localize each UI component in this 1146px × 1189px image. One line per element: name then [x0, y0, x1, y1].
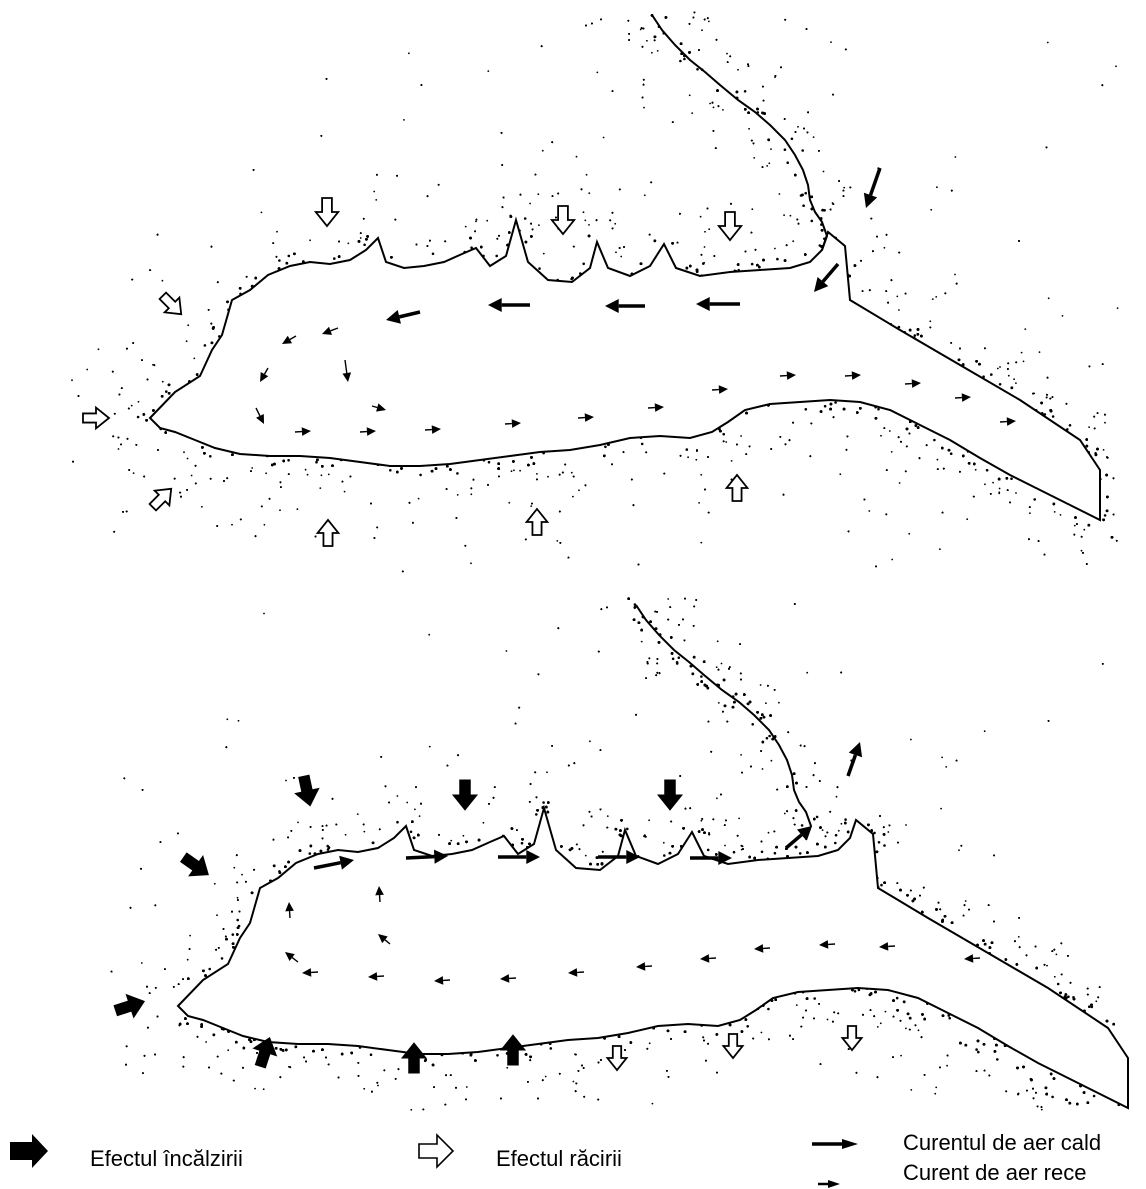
top-cave-passage [150, 220, 1100, 520]
cooling-effect-arrow [318, 520, 339, 546]
warming-effect-arrow [181, 853, 209, 876]
long-arrow-icon [812, 1139, 858, 1149]
legend-cold-current-label: Curent de aer rece [903, 1160, 1086, 1185]
cooling-effect-arrow [316, 198, 338, 226]
warming-effect-arrow [295, 775, 318, 805]
cooling-effect-arrow [607, 1046, 626, 1070]
top-rock-outline [652, 15, 827, 250]
hollow-block-arrow-icon [419, 1135, 453, 1167]
cooling-effect-arrow [160, 293, 182, 315]
cooling-effect-arrow [150, 489, 172, 511]
warming-effect-arrow [453, 780, 477, 810]
legend-cooling: Efectul răcirii [419, 1135, 622, 1171]
cooling-effect-arrow [723, 1034, 742, 1058]
legend-cold-current: Curent de aer rece [818, 1160, 1086, 1188]
legend-warming-label: Efectul încălzirii [90, 1146, 243, 1171]
cooling-effect-arrow [527, 509, 548, 535]
cooling-effect-arrow [552, 206, 574, 234]
legend-warming: Efectul încălzirii [10, 1134, 243, 1171]
warming-effect-arrow [658, 780, 682, 810]
legend-warm-current: Curentul de aer cald [812, 1130, 1101, 1155]
cold-air-arrow [864, 168, 880, 208]
cooling-effect-arrow [842, 1026, 861, 1050]
bottom-cave-passage [178, 808, 1128, 1108]
legend-warm-current-label: Curentul de aer cald [903, 1130, 1101, 1155]
cooling-effect-arrow [727, 475, 748, 501]
solid-block-arrow-icon [10, 1134, 48, 1168]
cooling-effect-arrow [719, 212, 741, 240]
warm-air-arrow [848, 742, 862, 776]
top-cave-diagram [71, 12, 1118, 573]
legend: Efectul încălzirii Efectul răcirii Curen… [10, 1130, 1101, 1188]
short-arrow-icon [818, 1180, 840, 1188]
warming-effect-arrow [114, 995, 144, 1018]
bottom-rock-outline [636, 605, 811, 840]
cooling-effect-arrow [83, 408, 109, 429]
bottom-cave-diagram [111, 597, 1128, 1110]
legend-cooling-label: Efectul răcirii [496, 1146, 622, 1171]
